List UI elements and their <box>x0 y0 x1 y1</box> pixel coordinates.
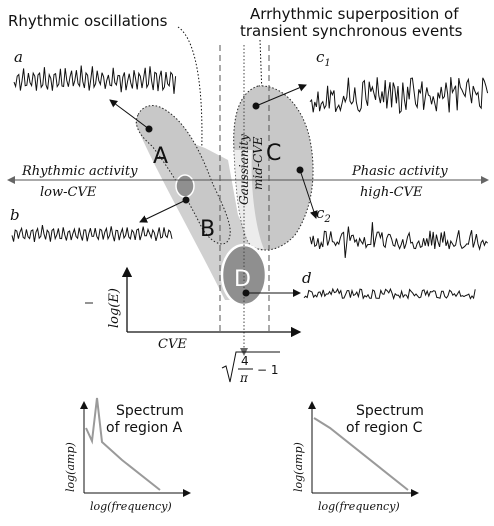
region-B-core <box>175 174 195 198</box>
signal-a-label: a <box>14 48 23 66</box>
rhythmic-activity-label: Rhythmic activity <box>21 164 138 179</box>
spectrum-a-title-line1: Spectrum <box>116 403 184 419</box>
spectrum-a-y-label: log(amp) <box>64 442 77 492</box>
title-left: Rhythmic oscillations <box>8 12 168 30</box>
mid-cve-label: mid-CVE <box>251 136 265 190</box>
gaussianity-label: Gaussianity <box>237 134 251 205</box>
arrow-to-b <box>139 199 187 223</box>
low-cve-label: low-CVE <box>40 185 97 200</box>
signal-c1-label: c1 <box>316 48 331 69</box>
spectrum-a: log(amp) log(frequency) Spectrum of regi… <box>64 397 191 513</box>
signal-a-group: a <box>13 48 177 94</box>
spectrum-c-title-line1: Spectrum <box>356 403 424 419</box>
spectrum-c-x-label: log(frequency) <box>318 500 400 513</box>
threshold-minus: − 1 <box>257 363 279 377</box>
spectrum-a-x-label: log(frequency) <box>90 500 172 513</box>
region-D-label: D <box>234 267 251 292</box>
title-right-line2: transient synchronous events <box>240 22 463 40</box>
threshold-den: π <box>239 371 249 385</box>
threshold-num: 4 <box>241 354 249 368</box>
spectrum-c-y-label: log(amp) <box>292 442 305 492</box>
high-cve-label: high-CVE <box>360 185 423 200</box>
signal-c1-trace <box>309 77 489 115</box>
y-axis-label: log(E) <box>107 288 122 328</box>
region-B-label: B <box>200 217 215 242</box>
arrow-to-c1 <box>255 84 307 107</box>
region-C-label: C <box>266 141 281 166</box>
signal-d-trace <box>303 287 476 301</box>
signal-d-group: d <box>302 269 476 301</box>
spectrum-a-title-line2: of region A <box>106 420 183 436</box>
signal-b-trace <box>11 225 173 242</box>
sqrt-symbol <box>221 351 280 383</box>
title-right-line1: Arrhythmic superposition of <box>250 5 459 23</box>
threshold-formula: 4 π − 1 <box>221 351 280 385</box>
spectrum-c-curve <box>313 417 409 491</box>
signal-b-group: b <box>10 206 173 242</box>
leader-arrhythmic <box>259 39 263 96</box>
arrow-to-c2 <box>299 169 318 219</box>
signal-c1-group: c1 <box>309 48 489 115</box>
signal-c2-label: c2 <box>316 204 331 225</box>
x-axis-label: CVE <box>158 337 187 352</box>
signal-c2-trace <box>309 222 488 258</box>
signal-b-label: b <box>10 206 20 224</box>
region-A-label: A <box>153 144 168 169</box>
spectrum-c: log(amp) log(frequency) Spectrum of regi… <box>292 401 424 513</box>
region-C-white-edge <box>234 150 264 249</box>
signal-c2-group: c2 <box>309 204 488 258</box>
arrow-to-a <box>109 99 150 130</box>
spectrum-a-curve <box>85 397 161 491</box>
signal-d-label: d <box>302 269 312 287</box>
signal-a-trace <box>13 65 177 94</box>
spectrum-c-title-line2: of region C <box>346 420 423 436</box>
phasic-activity-label: Phasic activity <box>351 164 448 179</box>
